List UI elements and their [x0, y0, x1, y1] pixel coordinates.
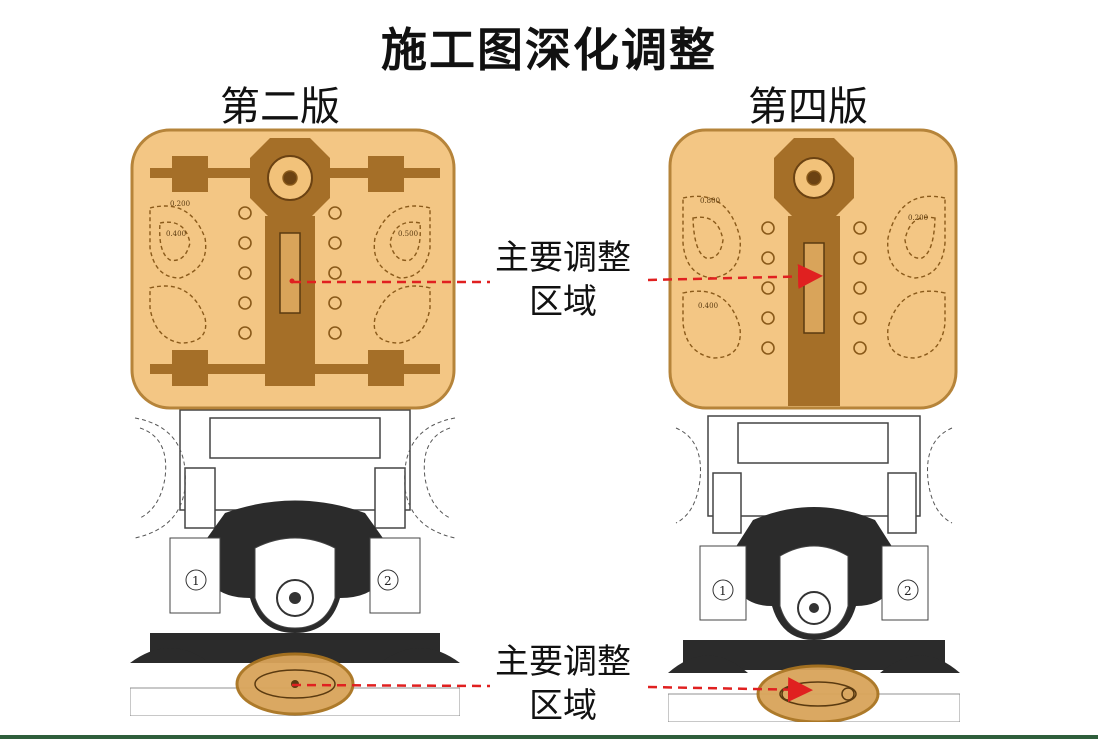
arrow-bottom-right [647, 677, 813, 703]
annotation-line2: 区域 [529, 686, 597, 726]
page-title: 施工图深化调整 [381, 23, 717, 77]
garden-pattern-right [682, 138, 946, 406]
annotation-line1: 主要调整 [495, 238, 631, 278]
plot-number-1-left: 1 [192, 574, 200, 588]
site-plan-left: 1 2 [130, 128, 460, 716]
plot-number-2-left: 2 [384, 574, 392, 588]
footer-rule [0, 735, 1098, 739]
version-label-left: 第二版 [220, 84, 340, 130]
annotation-line2: 区域 [529, 282, 597, 322]
plot-number-1-right: 1 [719, 584, 727, 598]
contour-label: 0.500 [398, 230, 418, 238]
contour-label: 0.400 [166, 230, 186, 238]
arrow-top-right [647, 263, 823, 289]
building-area-left [179, 409, 411, 529]
contour-label: 0.400 [698, 302, 718, 310]
arrow-bottom-left [291, 683, 491, 688]
building-area-right [707, 415, 921, 534]
version-label-right: 第四版 [748, 84, 868, 130]
contour-label: 0.200 [908, 214, 928, 222]
annotation-main-area-bottom: 主要调整 区域 [478, 640, 648, 728]
annotation-line1: 主要调整 [495, 642, 631, 682]
site-plan-right: 1 2 0.800 0.200 0.400 [668, 128, 960, 722]
annotation-main-area-top: 主要调整 区域 [478, 236, 648, 324]
garden-pattern-left [149, 138, 440, 386]
plot-number-2-right: 2 [904, 584, 912, 598]
contour-label: 0.800 [700, 197, 720, 205]
contour-label: 0.200 [170, 200, 190, 208]
